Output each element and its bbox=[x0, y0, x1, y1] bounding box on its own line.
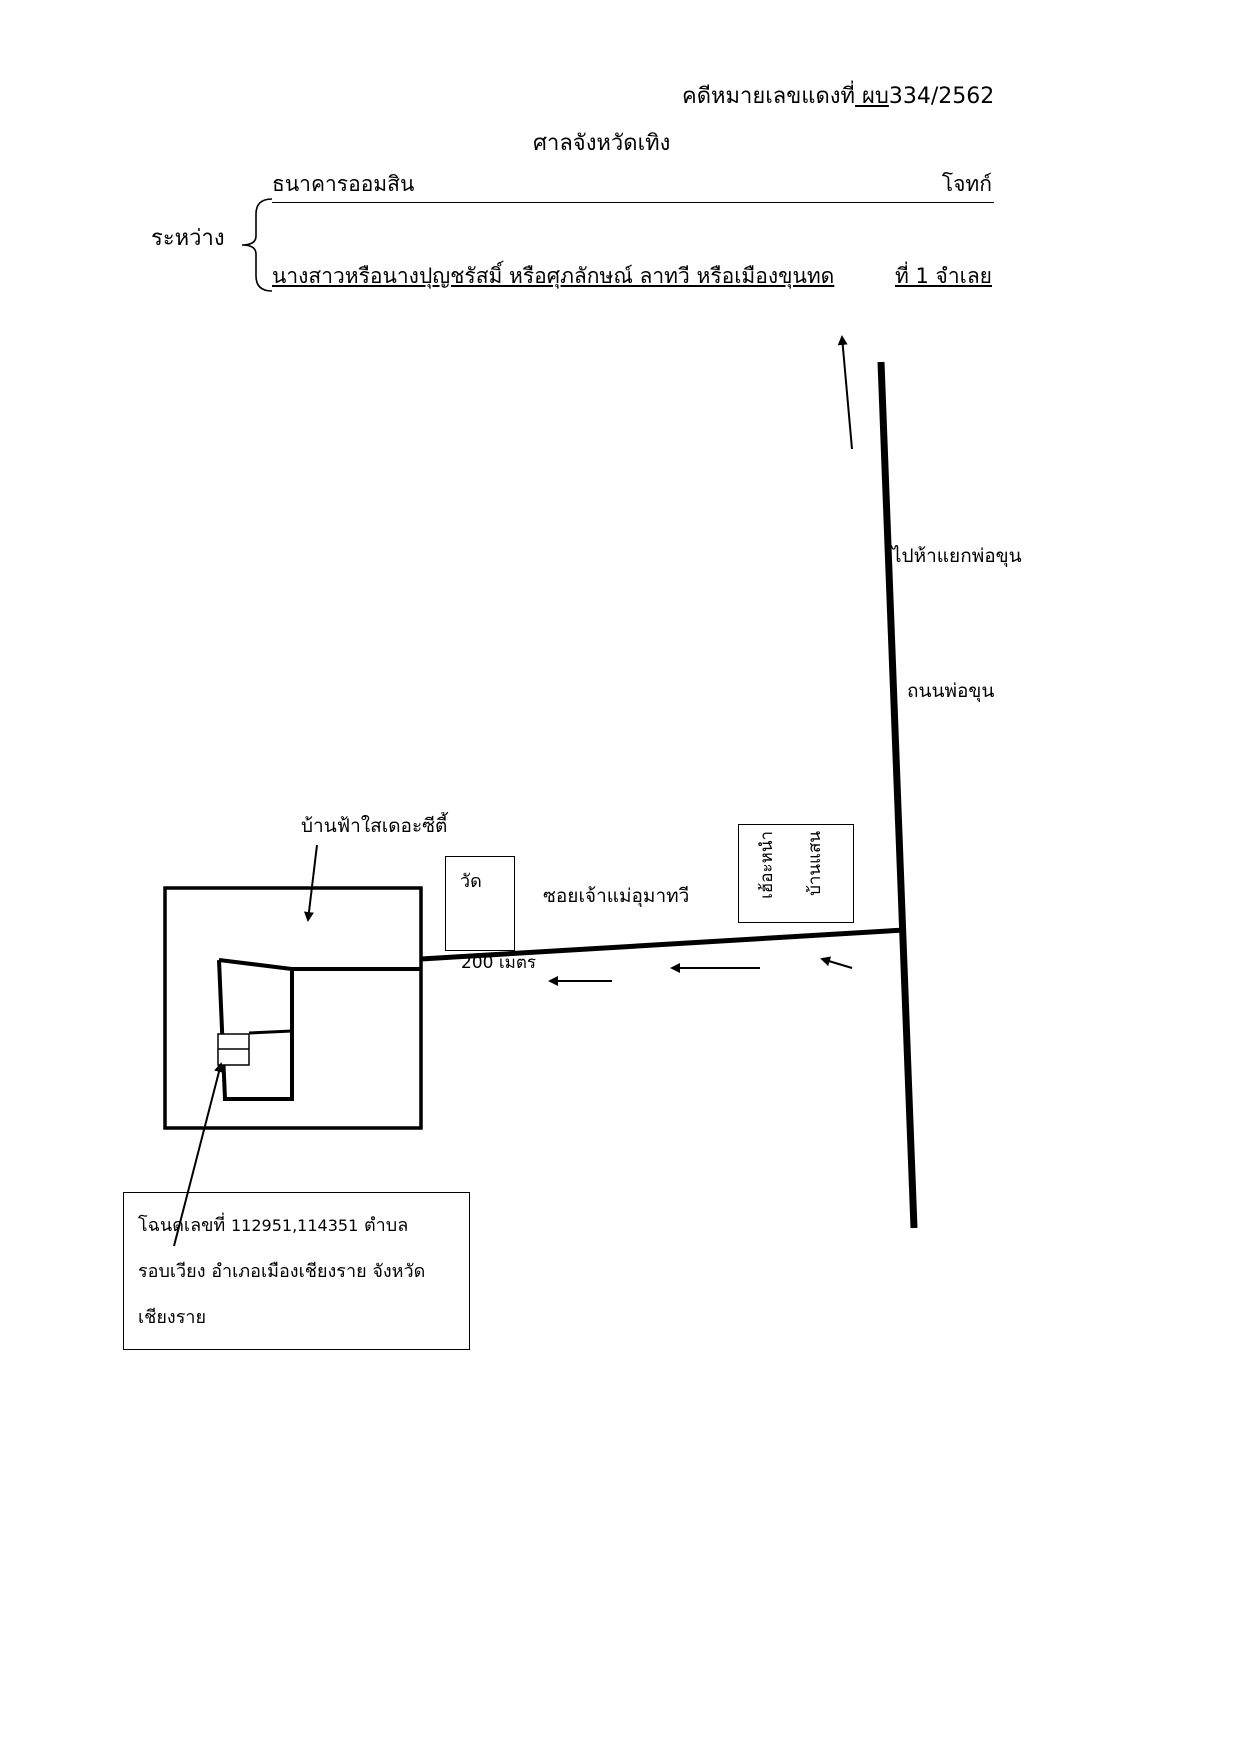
case-number: 334/2562 bbox=[888, 84, 995, 109]
plaintiff-role: โจทก์ bbox=[941, 172, 992, 196]
temple-box: วัด bbox=[445, 856, 515, 951]
defendant-name: นางสาวหรือนางปุญชรัสมิ์ หรือศุภลักษณ์ ลา… bbox=[272, 264, 835, 288]
case-prefix: คดีหมายเลขแดงที่ bbox=[682, 84, 856, 109]
shop-box: บ้านแสน เฮ้อะหนำ bbox=[738, 824, 854, 923]
deed-numbers: 112951,114351 bbox=[231, 1216, 359, 1235]
deed-line-1-suffix: ตำบล bbox=[358, 1215, 409, 1236]
deed-line-1-prefix: โฉนดเลขที่ bbox=[138, 1215, 231, 1236]
distance-label: 200 เมตร bbox=[461, 953, 537, 973]
shop-label-2: เฮ้อะหนำ bbox=[757, 831, 777, 899]
deed-info-box bbox=[123, 1192, 470, 1350]
deed-line-2: รอบเวียง อำเภอเมืองเชียงราย จังหวัด bbox=[138, 1261, 426, 1282]
plot-divider bbox=[248, 1029, 293, 1035]
village-boundary bbox=[163, 886, 423, 1130]
road-direction-label: ไปห้าแยกพ่อขุน bbox=[892, 545, 1022, 567]
plot-outline bbox=[217, 958, 294, 1101]
main-road bbox=[877, 361, 918, 1229]
temple-label: วัด bbox=[460, 871, 482, 892]
case-code: ผบ bbox=[855, 84, 889, 109]
plaintiff-name: ธนาคารออมสิน bbox=[272, 172, 415, 196]
defendant-row: นางสาวหรือนางปุญชรัสมิ์ หรือศุภลักษณ์ ลา… bbox=[272, 264, 994, 294]
case-number-line: คดีหมายเลขแดงที่ ผบ334/2562 bbox=[682, 86, 994, 108]
defendant-role: ที่ 1 จำเลย bbox=[894, 264, 992, 288]
deed-line-3: เชียงราย bbox=[138, 1307, 207, 1328]
village-label: บ้านฟ้าใสเดอะซีตี้ bbox=[301, 815, 448, 837]
deed-line-1: โฉนดเลขที่ 112951,114351 ตำบล bbox=[138, 1210, 408, 1239]
soi-label: ซอยเจ้าแม่อุมาทวี bbox=[543, 885, 690, 907]
brace-symbol bbox=[241, 198, 273, 292]
road-name-label: ถนนพ่อขุน bbox=[907, 680, 995, 702]
village-pointer-arrow bbox=[303, 844, 318, 922]
soi-road bbox=[420, 927, 905, 962]
shop-label-1: บ้านแสน bbox=[805, 831, 825, 896]
deed-pointer-arrow bbox=[173, 1062, 224, 1247]
court-name: ศาลจังหวัดเทิง bbox=[533, 131, 671, 156]
between-label: ระหว่าง bbox=[151, 226, 225, 251]
direction-arrow-1 bbox=[820, 956, 853, 969]
north-arrow bbox=[837, 335, 853, 450]
plaintiff-row: ธนาคารออมสิน โจทก์ bbox=[272, 172, 994, 203]
